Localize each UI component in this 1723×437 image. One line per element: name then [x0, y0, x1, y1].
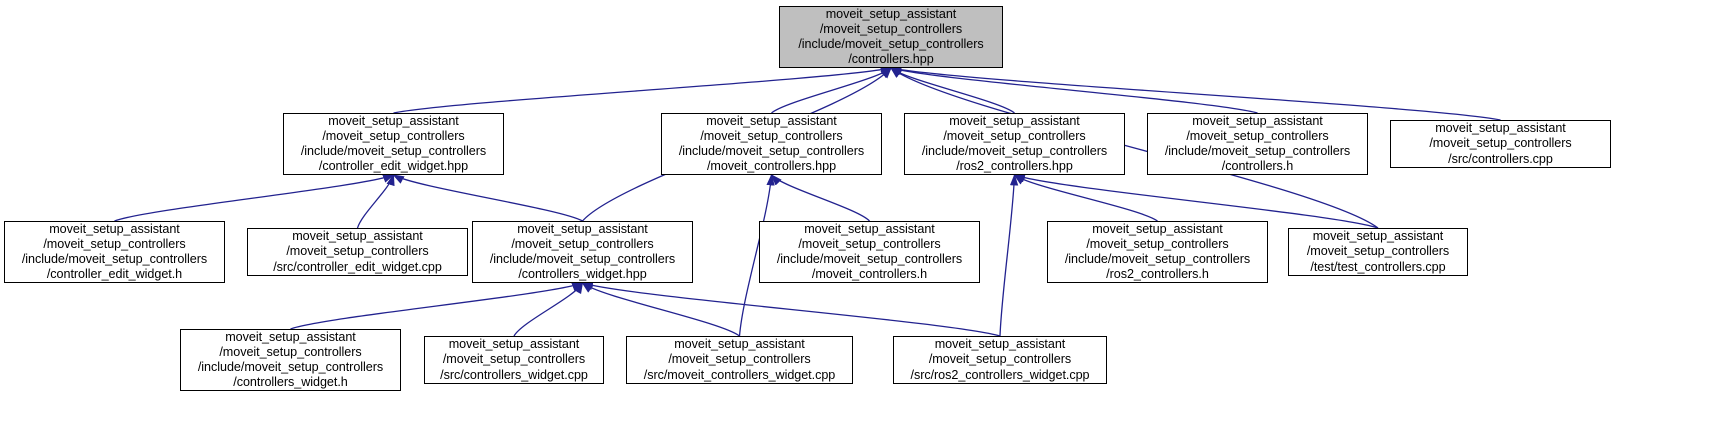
graph-edge-src_controller_edit_widget_cpp-to-controller_edit_widget_hpp [356, 173, 395, 229]
graph-node-line: moveit_setup_assistant [674, 337, 805, 352]
graph-node-line: /moveit_setup_controllers [1186, 128, 1329, 143]
graph-node-line: /src/ros2_controllers_widget.cpp [910, 367, 1090, 382]
graph-node-line: /include/moveit_setup_controllers [197, 360, 384, 374]
graph-node-src_ros2_controllers_widget_cpp[interactable]: moveit_setup_assistant/moveit_setup_cont… [893, 336, 1107, 384]
graph-node-line: moveit_setup_assistant [804, 221, 935, 236]
graph-node-ros2_controllers_h[interactable]: moveit_setup_assistant/moveit_setup_cont… [1047, 221, 1268, 283]
graph-node-src_controller_edit_widget_cpp[interactable]: moveit_setup_assistant/moveit_setup_cont… [247, 228, 468, 276]
graph-node-line: /src/moveit_controllers_widget.cpp [643, 367, 836, 382]
graph-node-line: moveit_setup_assistant [49, 221, 180, 236]
graph-node-line: /include/moveit_setup_controllers [489, 252, 676, 266]
graph-node-line: /controllers.h [1221, 159, 1294, 174]
graph-node-line: /moveit_controllers.hpp [706, 159, 837, 174]
graph-edge-ros2_controllers_h-to-ros2_controllers_hpp [1013, 174, 1158, 222]
graph-edge-controller_edit_widget_h-to-controller_edit_widget_hpp [114, 174, 395, 222]
graph-node-test_test_controllers_cpp[interactable]: moveit_setup_assistant/moveit_setup_cont… [1288, 228, 1468, 276]
graph-edge-src_controllers_widget_cpp-to-controllers_widget_hpp [513, 281, 584, 337]
graph-node-line: moveit_setup_assistant [225, 329, 356, 344]
graph-edge-controllers_widget_hpp-to-controller_edit_widget_hpp [392, 174, 583, 222]
graph-edge-moveit_controllers_h-to-moveit_controllers_hpp [770, 174, 870, 222]
graph-edge-moveit_controllers_hpp-to-controllers_hpp [771, 67, 892, 114]
graph-edge-controllers_h-to-controllers_hpp [889, 66, 1258, 114]
graph-node-line: /moveit_setup_controllers [1306, 244, 1450, 259]
graph-node-line: /controller_edit_widget.h [46, 267, 183, 282]
graph-node-line: /moveit_setup_controllers [442, 352, 586, 367]
graph-node-line: /test/test_controllers.cpp [1310, 259, 1446, 274]
graph-node-line: /moveit_setup_controllers [1086, 236, 1229, 251]
graph-edge-controller_edit_widget_hpp-to-controllers_hpp [393, 66, 893, 114]
graph-node-moveit_controllers_hpp[interactable]: moveit_setup_assistant/moveit_setup_cont… [661, 113, 882, 175]
graph-node-controllers_widget_hpp[interactable]: moveit_setup_assistant/moveit_setup_cont… [472, 221, 693, 283]
graph-node-line: /include/moveit_setup_controllers [300, 144, 487, 158]
graph-node-line: moveit_setup_assistant [448, 337, 580, 352]
graph-node-line: /src/controllers_widget.cpp [440, 367, 588, 382]
graph-node-line: /moveit_setup_controllers [700, 128, 843, 143]
graph-node-line: moveit_setup_assistant [1312, 229, 1444, 244]
graph-node-src_controllers_widget_cpp[interactable]: moveit_setup_assistant/moveit_setup_cont… [424, 336, 604, 384]
graph-node-src_controllers_cpp[interactable]: moveit_setup_assistant/moveit_setup_cont… [1390, 120, 1611, 168]
graph-edge-src_moveit_controllers_widget_cpp-to-controllers_widget_hpp [581, 282, 740, 337]
graph-node-line: /src/controller_edit_widget.cpp [273, 259, 442, 274]
graph-node-line: /moveit_setup_controllers [322, 128, 465, 143]
graph-node-line: /moveit_setup_controllers [511, 236, 654, 251]
graph-node-line: /include/moveit_setup_controllers [1064, 252, 1251, 266]
graph-node-line: /ros2_controllers.h [1106, 267, 1209, 282]
graph-node-line: /moveit_setup_controllers [219, 344, 362, 359]
graph-edge-controllers_widget_h-to-controllers_widget_hpp [290, 282, 584, 330]
graph-node-line: /moveit_controllers.h [811, 267, 928, 282]
graph-node-line: moveit_setup_assistant [706, 113, 837, 128]
graph-node-line: moveit_setup_assistant [1192, 113, 1323, 128]
graph-node-line: /controllers.hpp [848, 52, 934, 67]
graph-node-line: moveit_setup_assistant [949, 113, 1080, 128]
graph-node-line: moveit_setup_assistant [517, 221, 648, 236]
graph-node-controllers_h[interactable]: moveit_setup_assistant/moveit_setup_cont… [1147, 113, 1368, 175]
graph-node-ros2_controllers_hpp[interactable]: moveit_setup_assistant/moveit_setup_cont… [904, 113, 1125, 175]
graph-node-controller_edit_widget_hpp[interactable]: moveit_setup_assistant/moveit_setup_cont… [283, 113, 504, 175]
graph-node-line: /moveit_setup_controllers [819, 21, 963, 36]
graph-node-line: /include/moveit_setup_controllers [1164, 144, 1351, 158]
graph-node-line: /src/controllers.cpp [1448, 151, 1553, 166]
graph-node-line: /controllers_widget.hpp [518, 267, 647, 282]
graph-node-line: moveit_setup_assistant [825, 6, 957, 21]
graph-node-line: /moveit_setup_controllers [43, 236, 186, 251]
graph-node-line: /controllers_widget.h [233, 375, 348, 390]
graph-node-line: /ros2_controllers.hpp [956, 159, 1073, 174]
graph-node-line: moveit_setup_assistant [328, 113, 459, 128]
graph-node-line: /moveit_setup_controllers [286, 244, 429, 259]
graph-node-line: /moveit_setup_controllers [1429, 136, 1572, 151]
graph-node-line: /moveit_setup_controllers [943, 128, 1086, 143]
graph-node-line: /include/moveit_setup_controllers [21, 252, 208, 266]
graph-node-line: moveit_setup_assistant [934, 337, 1066, 352]
graph-node-line: /moveit_setup_controllers [798, 236, 941, 251]
graph-edge-ros2_controllers_hpp-to-controllers_hpp [890, 67, 1015, 114]
graph-node-controller_edit_widget_h[interactable]: moveit_setup_assistant/moveit_setup_cont… [4, 221, 225, 283]
graph-node-line: /controller_edit_widget.hpp [318, 159, 469, 174]
graph-node-line: /moveit_setup_controllers [668, 352, 811, 367]
graph-node-line: /include/moveit_setup_controllers [798, 37, 984, 51]
graph-edge-src_ros2_controllers_widget_cpp-to-ros2_controllers_hpp [999, 173, 1019, 337]
graph-node-controllers_widget_h[interactable]: moveit_setup_assistant/moveit_setup_cont… [180, 329, 401, 391]
graph-node-src_moveit_controllers_widget_cpp[interactable]: moveit_setup_assistant/moveit_setup_cont… [626, 336, 853, 384]
graph-node-line: moveit_setup_assistant [1435, 121, 1566, 136]
graph-node-line: moveit_setup_assistant [292, 229, 423, 244]
graph-edge-src_ros2_controllers_widget_cpp-to-controllers_widget_hpp [581, 281, 1001, 337]
graph-node-line: /include/moveit_setup_controllers [678, 144, 865, 158]
graph-node-line: /include/moveit_setup_controllers [921, 144, 1108, 158]
graph-node-line: moveit_setup_assistant [1092, 221, 1223, 236]
graph-node-line: /include/moveit_setup_controllers [776, 252, 963, 266]
graph-node-line: /moveit_setup_controllers [928, 352, 1072, 367]
graph-node-controllers_hpp[interactable]: moveit_setup_assistant/moveit_setup_cont… [779, 6, 1003, 68]
graph-node-moveit_controllers_h[interactable]: moveit_setup_assistant/moveit_setup_cont… [759, 221, 980, 283]
